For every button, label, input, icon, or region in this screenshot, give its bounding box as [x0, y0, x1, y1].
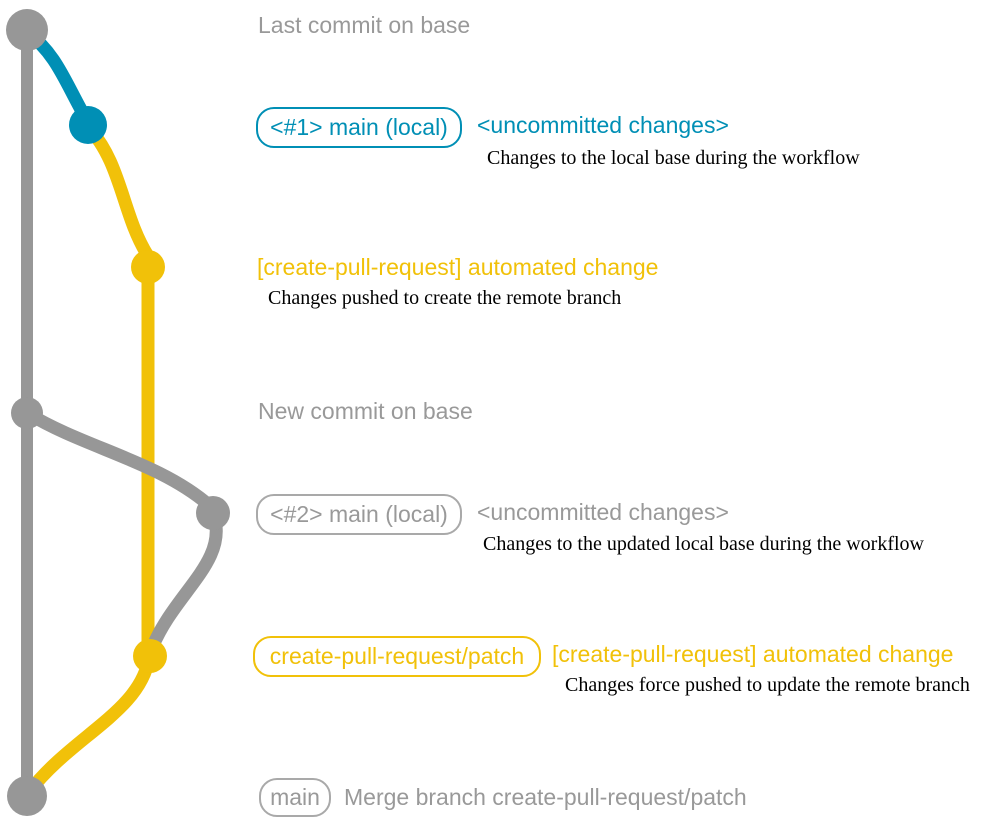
commit-dot-merge	[7, 776, 47, 816]
last-commit-label: Last commit on base	[258, 12, 471, 38]
new-commit-label: New commit on base	[258, 398, 473, 424]
uncommitted-changes-2-label: <uncommitted changes>	[477, 499, 729, 525]
branch-badge-main-merged: main	[259, 778, 331, 817]
automated-change-2-detail: Changes force pushed to update the remot…	[565, 674, 970, 696]
automated-change-1-label: [create-pull-request] automated change	[257, 254, 659, 280]
branch-badge-main-1: <#1> main (local)	[256, 107, 462, 148]
branch-badge-patch: create-pull-request/patch	[253, 636, 541, 677]
uncommitted-changes-1-label: <uncommitted changes>	[477, 112, 729, 138]
commit-dot-auto1	[131, 250, 165, 284]
commit-dot-auto2	[133, 639, 167, 673]
branch-badge-main-2: <#2> main (local)	[256, 494, 462, 535]
commit-dot-last-base	[6, 9, 48, 51]
commit-dot-main2	[196, 496, 230, 530]
branch-badge-main-1-label: <#1> main (local)	[270, 114, 448, 140]
branch-badge-main-2-label: <#2> main (local)	[270, 501, 448, 527]
git-graph	[6, 9, 230, 816]
local-main2-branch-curve-out	[22, 407, 217, 513]
branch-badge-patch-label: create-pull-request/patch	[269, 643, 525, 669]
automated-change-2-label: [create-pull-request] automated change	[552, 641, 954, 667]
commit-dot-main1	[69, 106, 107, 144]
automated-change-1-detail: Changes pushed to create the remote bran…	[268, 287, 622, 309]
patch-merge-curve	[22, 651, 156, 799]
patch-branch-curve-top	[81, 120, 155, 263]
uncommitted-changes-1-detail: Changes to the local base during the wor…	[487, 147, 860, 169]
branch-badge-main-merged-label: main	[270, 784, 320, 810]
local-main2-branch-curve-in	[145, 509, 223, 655]
commit-dot-new-base	[11, 397, 43, 429]
merge-commit-label: Merge branch create-pull-request/patch	[344, 784, 747, 810]
uncommitted-changes-2-detail: Changes to the updated local base during…	[483, 533, 924, 555]
